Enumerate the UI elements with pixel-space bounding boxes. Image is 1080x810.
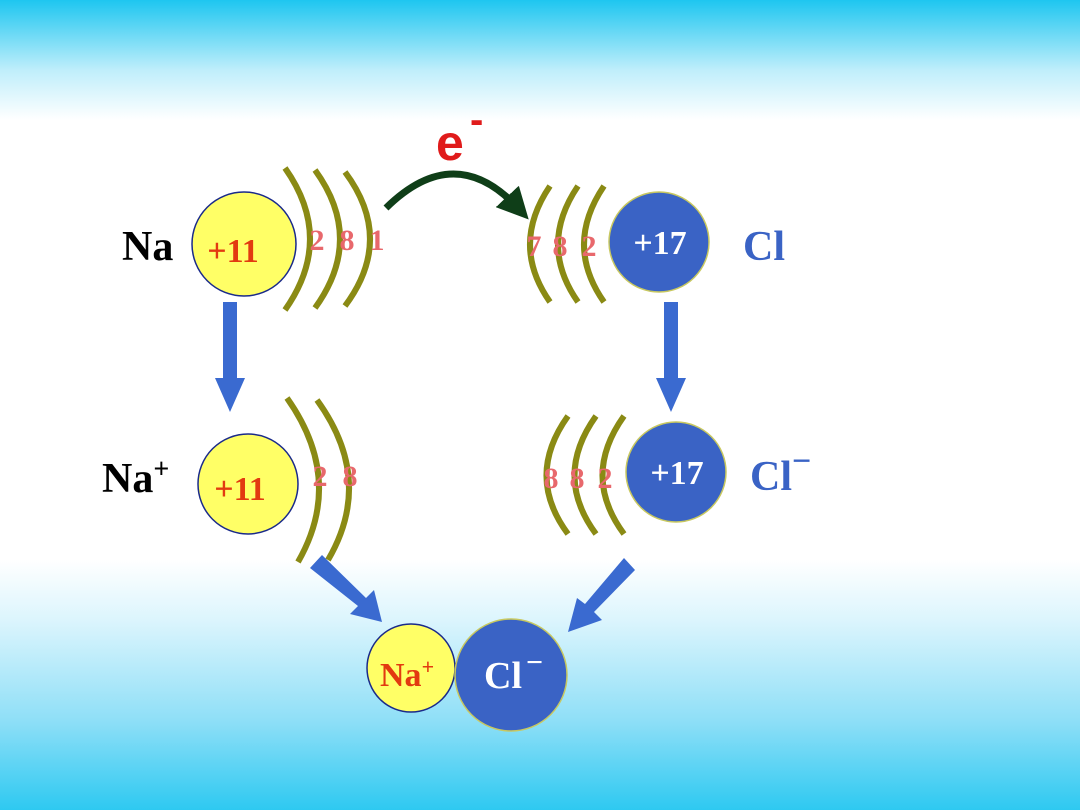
na-atom-nucleus bbox=[191, 191, 297, 297]
na-atom-shell-3 bbox=[342, 170, 373, 308]
cl-ion-charge: − bbox=[792, 443, 811, 480]
cl-ion-symbol: Cl bbox=[750, 454, 792, 500]
na-atom-shells bbox=[282, 166, 373, 312]
na-ion-label: Na+ bbox=[102, 454, 169, 502]
na-atom-shell-count-2: 8 bbox=[340, 224, 355, 257]
na-ion-shells bbox=[284, 396, 352, 564]
cl-ion-nucleus-charge: +17 bbox=[650, 455, 703, 492]
na-ion-shell-counts: 2 8 bbox=[313, 460, 358, 493]
cl-ion-label: Cl− bbox=[750, 443, 811, 500]
na-ion-shell-count-1: 2 bbox=[313, 460, 328, 493]
na-ion-shell-count-2: 8 bbox=[343, 460, 358, 493]
na-ion-symbol: Na bbox=[102, 456, 153, 502]
cl-atom-shell-count-2: 8 bbox=[553, 230, 568, 263]
na-combine-arrow bbox=[310, 555, 382, 622]
cl-ion-shell-3 bbox=[599, 414, 627, 536]
na-atom-shell-count-3: 1 bbox=[370, 224, 385, 257]
cl-atom-shell-count-3: 2 bbox=[582, 230, 597, 263]
cl-ion-shell-2 bbox=[571, 414, 599, 536]
compound-cl-charge: − bbox=[526, 646, 543, 679]
na-atom-nucleus-charge: +11 bbox=[207, 233, 259, 270]
cl-atom-label: Cl bbox=[743, 224, 785, 270]
cl-ion-nucleus bbox=[625, 421, 727, 523]
cl-ion-shell-count-1: 8 bbox=[544, 462, 559, 495]
cl-atom-shell-3 bbox=[581, 184, 607, 304]
compound-na-symbol: Na bbox=[380, 657, 422, 694]
compound-na-charge: + bbox=[422, 654, 435, 679]
cl-atom-shell-2 bbox=[555, 184, 581, 304]
compound-cl-label: Cl− bbox=[484, 646, 543, 697]
cl-atom-nucleus bbox=[608, 191, 710, 293]
cl-combine-arrow bbox=[568, 558, 635, 632]
compound-na-label: Na+ bbox=[380, 654, 434, 694]
na-atom-shell-1 bbox=[282, 166, 313, 312]
na-ion-charge: + bbox=[153, 454, 169, 485]
na-ion-nucleus bbox=[197, 433, 299, 535]
cl-ion-shells bbox=[543, 414, 627, 536]
cl-ion-shell-counts: 8 8 2 bbox=[544, 462, 613, 495]
electron-charge: - bbox=[470, 98, 483, 142]
cl-atom-shell-1 bbox=[527, 184, 553, 304]
cl-ion-shell-count-3: 2 bbox=[598, 462, 613, 495]
na-ion-shell-2 bbox=[314, 398, 352, 562]
electron-transfer-arrow bbox=[383, 170, 529, 220]
cl-atom-nucleus-charge: +17 bbox=[633, 225, 686, 262]
cl-ion-shell-count-2: 8 bbox=[570, 462, 585, 495]
compound-cl-symbol: Cl bbox=[484, 655, 522, 697]
na-atom-shell-count-1: 2 bbox=[310, 224, 325, 257]
na-atom-label: Na bbox=[122, 224, 173, 270]
na-ion-shell-1 bbox=[284, 396, 322, 564]
na-atom-shell-2 bbox=[312, 168, 343, 310]
cl-atom-shell-counts: 7 8 2 bbox=[527, 230, 597, 263]
electron-symbol: e bbox=[436, 115, 464, 171]
compound-cl-ion bbox=[454, 618, 568, 732]
cl-ionization-arrow bbox=[656, 302, 686, 412]
na-atom-shell-counts: 2 8 1 bbox=[310, 224, 385, 257]
cl-atom-shells bbox=[527, 184, 607, 304]
na-ion-nucleus-charge: +11 bbox=[214, 471, 266, 508]
cl-ion-shell-1 bbox=[543, 414, 571, 536]
cl-atom-shell-count-1: 7 bbox=[527, 230, 542, 263]
na-ionization-arrow bbox=[215, 302, 245, 412]
